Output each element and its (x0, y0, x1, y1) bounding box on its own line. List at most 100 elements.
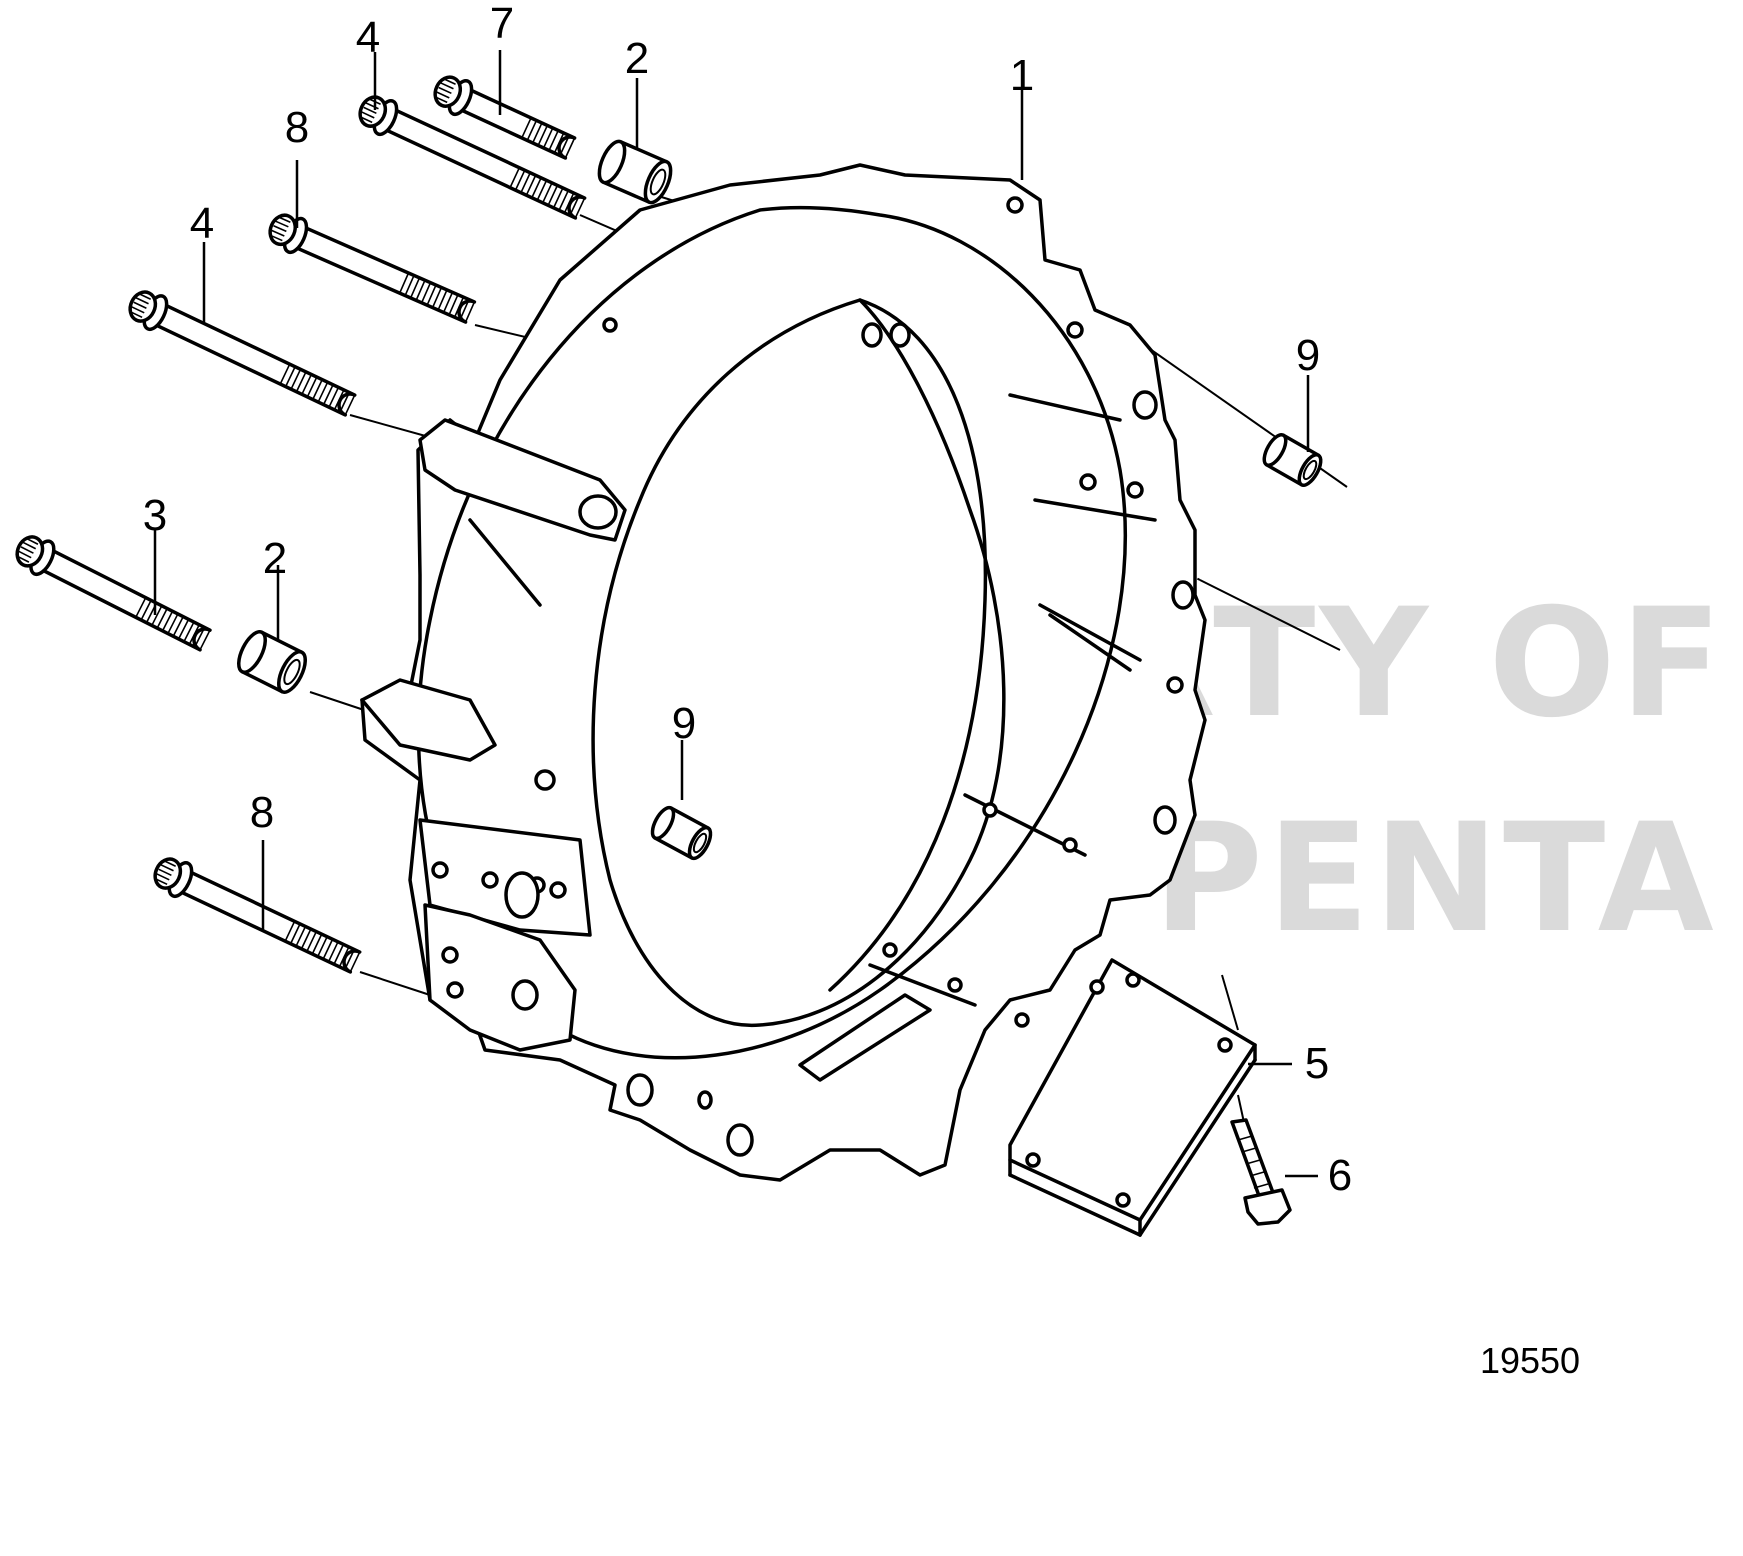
screw-head (1243, 1188, 1292, 1226)
bore-flange-line (828, 298, 988, 992)
flange-hole (481, 871, 499, 889)
plate-edge (1008, 1173, 1142, 1237)
axis-line (359, 971, 431, 996)
axis-line (1199, 579, 1341, 651)
flange-hole (889, 322, 911, 348)
plate-hole (1089, 979, 1105, 995)
bolt-head-splines (16, 537, 39, 563)
flange-hole (602, 317, 618, 333)
axis-line (309, 691, 371, 713)
sleeve-bore (649, 168, 667, 196)
sleeve-end (597, 139, 627, 185)
callout-7: 7 (490, 0, 514, 48)
sleeve-end (650, 805, 676, 841)
flange-hole (1066, 321, 1084, 339)
flange-hole (626, 1073, 654, 1107)
dowel-item-9-center (650, 805, 713, 861)
callout-9: 9 (1296, 331, 1320, 380)
flange-hole (1079, 473, 1097, 491)
bolt-thread (279, 363, 356, 416)
web-line (468, 518, 542, 607)
callout-6: 6 (1328, 1151, 1352, 1200)
flange-hole (947, 977, 963, 993)
plate-hole (1025, 1152, 1041, 1168)
callout-9: 9 (672, 699, 696, 748)
bolt-thread (509, 167, 586, 219)
bolt-thread (284, 920, 361, 973)
sleeve-item-2-lower (237, 630, 307, 694)
bolt-item-8-upper (268, 213, 477, 324)
flange-hole (446, 981, 464, 999)
web-line (868, 963, 977, 1007)
bolt-item-4-lower (128, 290, 357, 417)
bolt-shank (373, 103, 587, 220)
callout-labels: 1 2 2 3 4 4 5 6 7 8 8 9 9 (143, 0, 1352, 1200)
bottom-slot (798, 993, 932, 1082)
callout-3: 3 (143, 491, 167, 540)
bolt-item-7 (433, 75, 577, 160)
flange-hole (697, 1090, 713, 1110)
flange-hole (504, 871, 540, 919)
bore-inner-rim (591, 298, 1006, 1028)
bolt-shank (143, 298, 357, 417)
plate-hole (1217, 1037, 1233, 1053)
cover-plate (1008, 958, 1257, 1237)
sleeve-bore (692, 832, 708, 854)
bolts (15, 75, 587, 974)
sleeves (237, 139, 1323, 861)
flange-hole (1126, 481, 1144, 499)
bolt-thread (135, 597, 211, 651)
bolt-thread (398, 272, 476, 323)
callout-5: 5 (1305, 1039, 1329, 1088)
bolt-thread (521, 117, 576, 159)
callout-4: 4 (356, 13, 380, 62)
bolt-item-8-lower (153, 857, 362, 974)
flange-holes (431, 196, 1195, 1157)
bolt-head-splines (434, 77, 456, 104)
sleeve-item-2-upper (597, 139, 673, 205)
callout-8: 8 (285, 103, 309, 152)
sleeve-bore (1302, 459, 1318, 481)
callout-4: 4 (190, 199, 214, 248)
boss-hole (578, 494, 618, 530)
flange-hole (511, 979, 539, 1011)
flywheel-housing (360, 163, 1207, 1182)
plate-hole (1125, 972, 1141, 988)
flange-hole (982, 802, 998, 818)
flange-hole (726, 1123, 754, 1157)
bolt-shank (168, 865, 362, 974)
flange-hole (861, 322, 883, 348)
callout-1: 1 (1010, 51, 1034, 100)
flange-hole (1014, 1012, 1030, 1028)
leader-lines (153, 50, 1318, 1178)
cover-plate-outline (1008, 958, 1257, 1222)
flange-hole (1171, 580, 1195, 610)
bolt-head-splines (129, 292, 152, 319)
screw-thread (1237, 1135, 1269, 1189)
callout-8: 8 (250, 788, 274, 837)
bolt-item-3 (15, 535, 212, 652)
callout-2: 2 (625, 34, 649, 83)
web-line (1008, 393, 1122, 422)
plate-edge (1138, 1058, 1257, 1237)
flange-hole (431, 861, 449, 879)
sleeve-end (237, 630, 267, 674)
bolt-head-splines (269, 215, 291, 242)
lower-foot (423, 903, 577, 1052)
web-line (1033, 498, 1157, 522)
bolt-head-splines (154, 859, 176, 886)
bolt-shank (30, 543, 212, 652)
sleeve-end (1262, 433, 1288, 467)
sleeve-bore (283, 658, 301, 686)
flange-hole (549, 881, 567, 899)
bore-outer-rim (416, 205, 1128, 1060)
bolt-shank (283, 221, 477, 324)
flange-hole (441, 946, 459, 964)
upper-boss (418, 418, 627, 542)
flange-hole (1006, 196, 1024, 214)
callout-2: 2 (263, 534, 287, 583)
flange-hole (1132, 390, 1158, 420)
flange-hole (1062, 837, 1078, 853)
dowel-item-9-right (1262, 433, 1323, 487)
